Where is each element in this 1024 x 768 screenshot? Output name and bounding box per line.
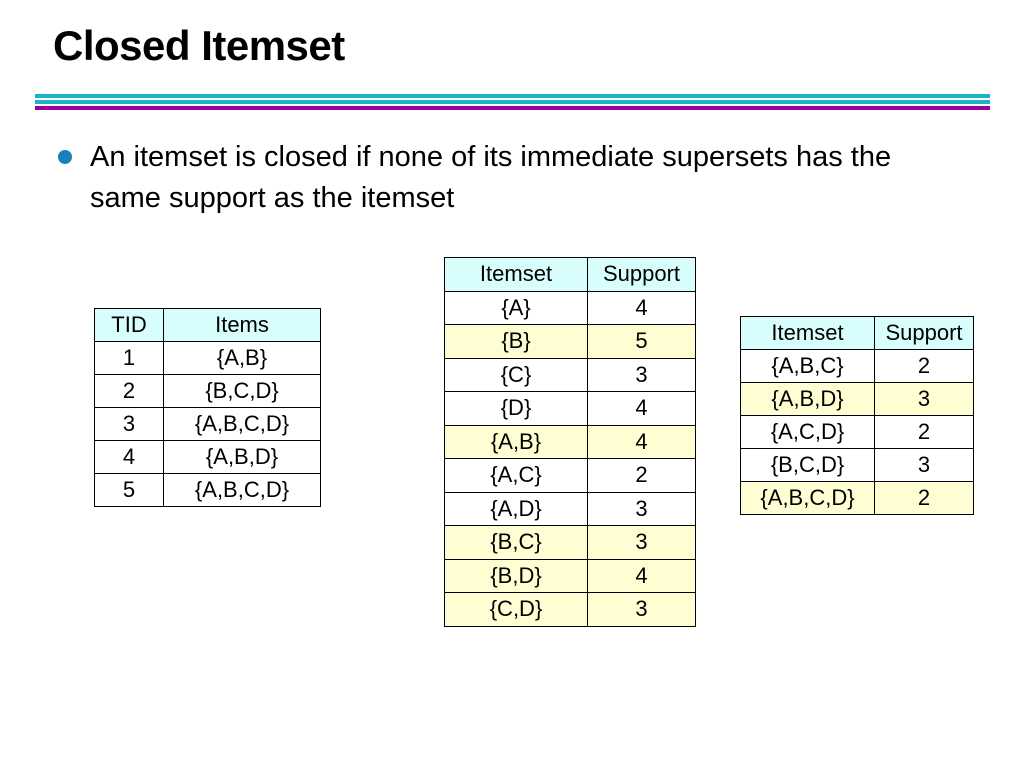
itemset-cell: {A,C} — [444, 458, 588, 493]
table-row: {A,B,C,D}2 — [740, 481, 974, 515]
bullet-text: An itemset is closed if none of its imme… — [90, 141, 892, 214]
support-cell: 3 — [874, 448, 974, 482]
table-row: {A,D}3 — [444, 491, 696, 526]
items-cell: {A,B,D} — [163, 440, 321, 474]
table-row: {B,C}3 — [444, 525, 696, 560]
header-itemset: Itemset — [740, 316, 875, 350]
support-cell: 3 — [874, 382, 974, 416]
title-rule-cyan-2 — [35, 100, 990, 104]
table-row: 2 {B,C,D} — [94, 374, 321, 408]
table-header-row: TID Items — [94, 308, 321, 342]
itemset-cell: {D} — [444, 391, 588, 426]
itemset-cell: {A,B,C} — [740, 349, 875, 383]
transactions-table: TID Items 1 {A,B} 2 {B,C,D} 3 {A,B,C,D} … — [94, 308, 321, 507]
bullet-dot-icon — [58, 150, 72, 164]
itemset-support-table-large: Itemset Support {A,B,C}2{A,B,D}3{A,C,D}2… — [740, 316, 974, 515]
itemset-cell: {B,C,D} — [740, 448, 875, 482]
support-cell: 2 — [874, 349, 974, 383]
table-row: {B,D}4 — [444, 558, 696, 593]
table-header-row: Itemset Support — [444, 257, 696, 292]
items-cell: {A,B} — [163, 341, 321, 375]
header-itemset: Itemset — [444, 257, 588, 292]
support-cell: 2 — [874, 481, 974, 515]
items-cell: {B,C,D} — [163, 374, 321, 408]
title-rule-cyan — [35, 94, 990, 98]
support-cell: 3 — [587, 592, 696, 627]
table-row: {A,C}2 — [444, 458, 696, 493]
table-row: 4 {A,B,D} — [94, 440, 321, 474]
table-row: {A,C,D}2 — [740, 415, 974, 449]
table-row: {A,B,C}2 — [740, 349, 974, 383]
itemset-cell: {A,C,D} — [740, 415, 875, 449]
slide-title: Closed Itemset — [53, 22, 345, 69]
itemset-cell: {A} — [444, 290, 588, 325]
items-cell: {A,B,C,D} — [163, 473, 321, 507]
table-row: {D}4 — [444, 391, 696, 426]
table-row: 1 {A,B} — [94, 341, 321, 375]
itemset-support-table-small: Itemset Support {A}4{B}5{C}3{D}4{A,B}4{A… — [444, 257, 696, 627]
itemset-cell: {A,B} — [444, 424, 588, 459]
support-cell: 4 — [587, 391, 696, 426]
support-cell: 2 — [874, 415, 974, 449]
tid-cell: 2 — [94, 374, 164, 408]
table-row: 5 {A,B,C,D} — [94, 473, 321, 507]
table-row: {B}5 — [444, 324, 696, 359]
table-row: 3 {A,B,C,D} — [94, 407, 321, 441]
table-row: {A,B,D}3 — [740, 382, 974, 416]
header-support: Support — [587, 257, 696, 292]
support-cell: 3 — [587, 357, 696, 392]
table-row: {B,C,D}3 — [740, 448, 974, 482]
items-cell: {A,B,C,D} — [163, 407, 321, 441]
support-cell: 4 — [587, 290, 696, 325]
itemset-cell: {C} — [444, 357, 588, 392]
header-items: Items — [163, 308, 321, 342]
support-cell: 3 — [587, 491, 696, 526]
table-row: {C}3 — [444, 357, 696, 392]
itemset-cell: {B,C} — [444, 525, 588, 560]
tid-cell: 4 — [94, 440, 164, 474]
support-cell: 2 — [587, 458, 696, 493]
support-cell: 4 — [587, 424, 696, 459]
itemset-cell: {A,B,D} — [740, 382, 875, 416]
itemset-cell: {A,B,C,D} — [740, 481, 875, 515]
tid-cell: 3 — [94, 407, 164, 441]
table-row: {C,D}3 — [444, 592, 696, 627]
tid-cell: 1 — [94, 341, 164, 375]
support-cell: 3 — [587, 525, 696, 560]
table-header-row: Itemset Support — [740, 316, 974, 350]
itemset-cell: {B} — [444, 324, 588, 359]
header-support: Support — [874, 316, 974, 350]
itemset-cell: {A,D} — [444, 491, 588, 526]
support-cell: 5 — [587, 324, 696, 359]
title-rule-purple — [35, 106, 990, 110]
support-cell: 4 — [587, 558, 696, 593]
table-row: {A,B}4 — [444, 424, 696, 459]
tid-cell: 5 — [94, 473, 164, 507]
header-tid: TID — [94, 308, 164, 342]
itemset-cell: {C,D} — [444, 592, 588, 627]
table-row: {A}4 — [444, 290, 696, 325]
itemset-cell: {B,D} — [444, 558, 588, 593]
